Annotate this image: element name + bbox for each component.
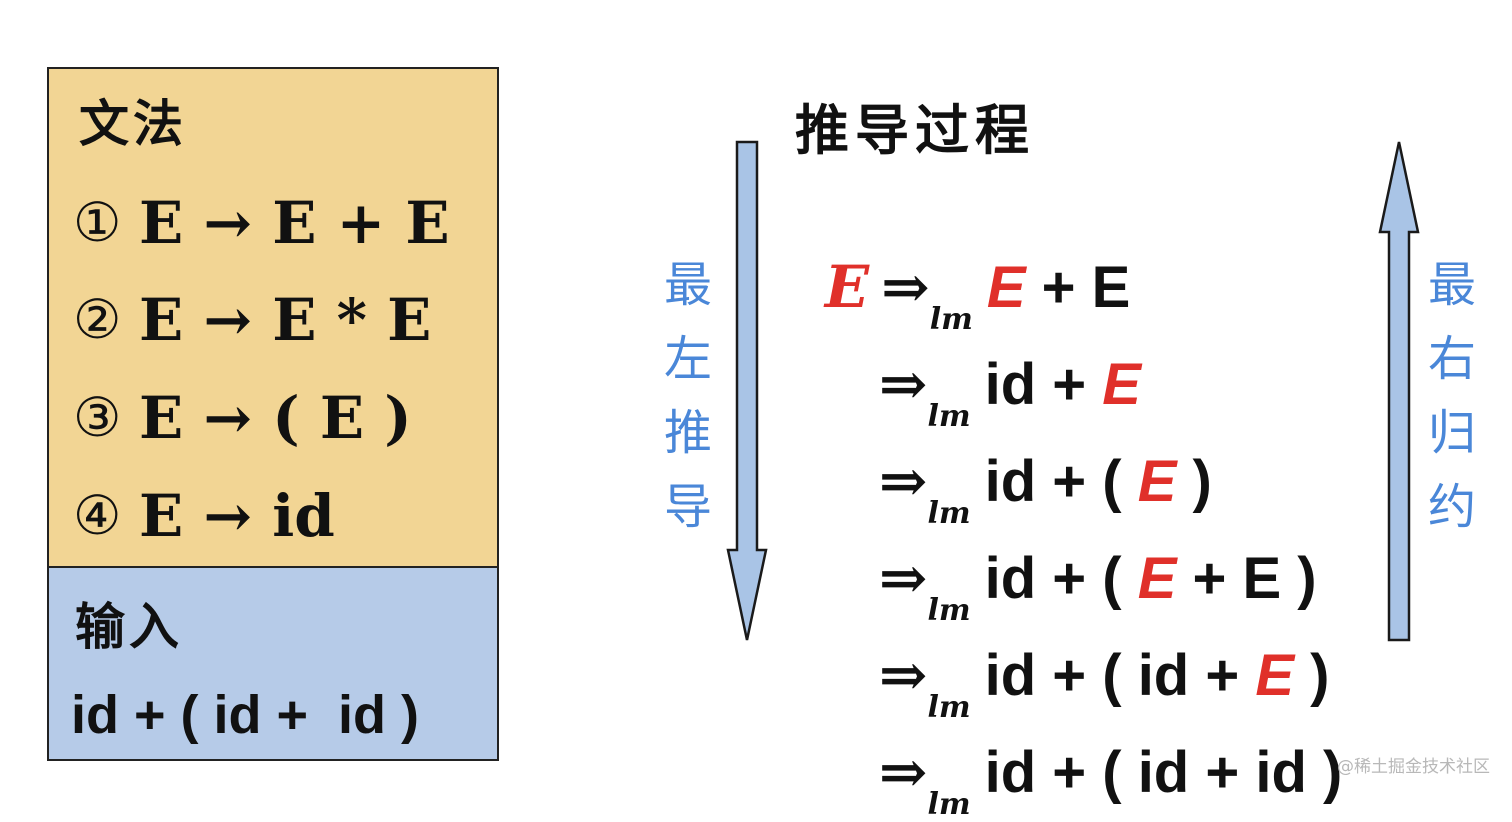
derive-subscript: lm bbox=[927, 593, 971, 628]
up-arrow-icon bbox=[1378, 141, 1420, 642]
form-pre: id + ( bbox=[984, 546, 1138, 611]
derive-subscript: lm bbox=[927, 690, 971, 725]
watermark: @稀土掘金技术社区 bbox=[1337, 757, 1490, 777]
grammar-rule-4: ④ E → id bbox=[73, 487, 335, 545]
derive-subscript: lm bbox=[927, 399, 971, 434]
derive-arrow: ⇒ bbox=[878, 350, 928, 418]
grammar-rule-3: ③ E → ( E ) bbox=[73, 389, 412, 447]
rule-text: E → ( E ) bbox=[139, 384, 412, 452]
form-highlight: E bbox=[1255, 643, 1295, 708]
derive-arrow: ⇒ bbox=[878, 738, 928, 806]
derive-arrow: ⇒ bbox=[878, 641, 928, 709]
grammar-rule-2: ② E → E * E bbox=[73, 291, 431, 349]
derivation-step-2: ⇒lm id + E bbox=[842, 297, 1141, 432]
derive-subscript: lm bbox=[927, 496, 971, 531]
input-title: 输入 bbox=[75, 597, 183, 656]
form-pre: id + ( bbox=[984, 449, 1138, 514]
derive-arrow: ⇒ bbox=[878, 447, 928, 515]
form-post: ) bbox=[1176, 449, 1212, 514]
rule-text: E → E + E bbox=[139, 189, 450, 257]
down-arrow-icon bbox=[726, 140, 768, 641]
form-pre: id + ( id + bbox=[984, 643, 1256, 708]
input-box: 输入 id + ( id + id ) bbox=[47, 566, 499, 761]
start-symbol: E bbox=[824, 253, 870, 321]
derive-subscript: lm bbox=[929, 302, 973, 337]
rule-number: ④ bbox=[73, 484, 122, 547]
derive-subscript: lm bbox=[927, 787, 971, 822]
input-string: id + ( id + id ) bbox=[71, 685, 420, 745]
rightmost-reduction-label: 最右归约 bbox=[1427, 257, 1476, 535]
form-post: ) bbox=[1294, 643, 1330, 708]
derive-arrow: ⇒ bbox=[881, 253, 930, 321]
rule-number: ① bbox=[73, 191, 122, 254]
form-post: + E ) bbox=[1176, 546, 1317, 611]
form-pre: id + ( id + id ) bbox=[984, 740, 1343, 805]
form-highlight: E bbox=[1137, 449, 1177, 514]
leftmost-derivation-label: 最左推导 bbox=[663, 257, 712, 535]
derivation-title: 推导过程 bbox=[795, 98, 1035, 162]
form-highlight: E bbox=[1102, 352, 1141, 417]
rule-number: ③ bbox=[73, 386, 122, 449]
rule-text: E → id bbox=[139, 482, 335, 550]
rule-number: ② bbox=[73, 288, 122, 351]
grammar-title: 文法 bbox=[79, 94, 187, 153]
form-pre: id + bbox=[984, 352, 1103, 417]
rule-text: E → E * E bbox=[139, 286, 432, 354]
form-post: + E bbox=[1025, 255, 1131, 320]
form-highlight: E bbox=[986, 255, 1026, 320]
derive-arrow: ⇒ bbox=[878, 544, 928, 612]
form-highlight: E bbox=[1137, 546, 1177, 611]
grammar-box: 文法 ① E → E + E ② E → E * E ③ E → ( E ) ④… bbox=[47, 67, 499, 567]
grammar-rule-1: ① E → E + E bbox=[73, 194, 450, 252]
